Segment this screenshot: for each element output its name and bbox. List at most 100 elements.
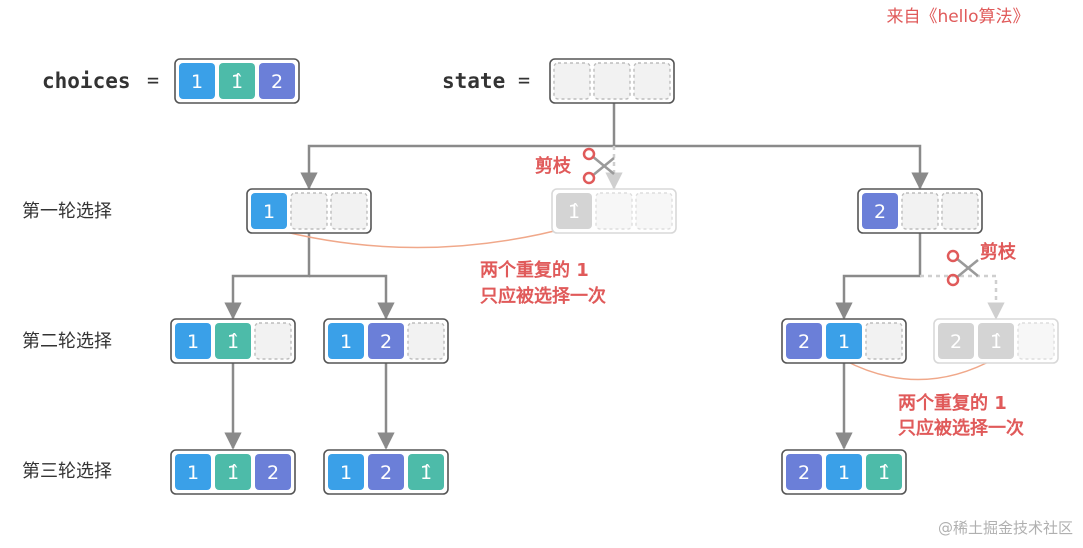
value-cell [368, 454, 404, 490]
edge-root-to-2 [614, 144, 929, 190]
empty-cell [330, 192, 368, 230]
state-cells [549, 58, 675, 104]
cell-value: 1̂ [227, 331, 239, 353]
scissors-icon [946, 249, 979, 287]
value-cell [215, 323, 251, 359]
value-cell [251, 193, 287, 229]
state-equals: = [518, 68, 530, 92]
cell-value: 1 [187, 331, 199, 353]
value-cell [215, 454, 251, 490]
edge-1-to-1-1hat [224, 232, 311, 320]
empty-cell [290, 192, 328, 230]
value-cell [175, 323, 211, 359]
duplicate-note-1-line1: 两个重复的 1 [480, 259, 589, 281]
empty-cell [407, 322, 445, 360]
round-label-3: 第三轮选择 [22, 461, 112, 482]
tree-node-r2-1-1hat: 1 1̂ [170, 318, 296, 364]
cell-value: 1 [340, 462, 352, 484]
value-cell [862, 193, 898, 229]
choices-cells: 1 1̂ 2 [174, 58, 300, 104]
cell-value: 1̂ [568, 201, 580, 223]
empty-cell [941, 192, 979, 230]
choices-equals: = [147, 68, 159, 92]
cell-value: 2 [798, 331, 810, 353]
value-cell [556, 193, 592, 229]
value-cell [259, 63, 295, 99]
round-label-2: 第二轮选择 [22, 331, 112, 352]
tree-node-r1-1: 1 [246, 188, 372, 234]
scissors-icon [582, 147, 615, 185]
cell-value: 1 [187, 462, 199, 484]
value-cell [786, 323, 822, 359]
edge-2-to-2-1hat-pruned [920, 274, 1005, 320]
duplicate-note-1-line2: 只应被选择一次 [480, 285, 606, 307]
tree-node-r3-1-1hat-2: 1 1̂ 2 [170, 449, 296, 495]
tree-node-r3-2-1-1hat: 2 1 1̂ [781, 449, 907, 495]
tree-node-r1-1hat-pruned: 1̂ [551, 188, 677, 234]
value-cell [328, 454, 364, 490]
value-cell [179, 63, 215, 99]
value-cell [255, 454, 291, 490]
value-cell [978, 323, 1014, 359]
tree-node-r3-1-2-1hat: 1 2 1̂ [323, 449, 449, 495]
prune-label-2: 剪枝 [980, 241, 1017, 263]
cell-value: 2 [950, 331, 962, 353]
empty-cell [593, 62, 631, 100]
empty-cell [635, 192, 673, 230]
cell-value: 2 [874, 201, 886, 223]
cell-value: 1̂ [231, 71, 243, 93]
cell-value: 2 [271, 71, 283, 93]
cell-value: 1̂ [990, 331, 1002, 353]
value-cell [368, 323, 404, 359]
tree-node-r2-2-1hat-pruned: 2 1̂ [933, 318, 1059, 364]
prune-label-1: 剪枝 [535, 155, 572, 177]
empty-cell [595, 192, 633, 230]
duplicate-note-2-line1: 两个重复的 1 [898, 392, 1007, 414]
value-cell [866, 454, 902, 490]
cell-value: 1 [838, 462, 850, 484]
cell-value: 2 [380, 462, 392, 484]
edge-root-to-1 [300, 102, 616, 190]
duplicate-arc-round1 [269, 225, 575, 249]
edge-1-to-1-2 [309, 274, 395, 320]
cell-value: 1̂ [227, 462, 239, 484]
value-cell [826, 323, 862, 359]
cell-value: 1̂ [420, 462, 432, 484]
state-label: state [442, 69, 505, 93]
cell-value: 1̂ [878, 462, 890, 484]
cell-value: 1 [340, 331, 352, 353]
value-cell [826, 454, 862, 490]
value-cell [175, 454, 211, 490]
cell-value: 2 [798, 462, 810, 484]
cell-value: 2 [267, 462, 279, 484]
duplicate-note-2-line2: 只应被选择一次 [898, 417, 1024, 439]
edge-2-to-2-1 [835, 232, 922, 320]
tree-edges [224, 102, 1005, 450]
empty-cell [901, 192, 939, 230]
cell-value: 1 [191, 71, 203, 93]
value-cell [408, 454, 444, 490]
choices-array: 1 1̂ 2 [174, 58, 300, 104]
cell-value: 1 [263, 201, 275, 223]
source-caption: 来自《hello算法》 [886, 7, 1029, 27]
value-cell [219, 63, 255, 99]
empty-cell [865, 322, 903, 360]
value-cell [786, 454, 822, 490]
value-cell [328, 323, 364, 359]
cell-value: 2 [380, 331, 392, 353]
watermark: @稀土掘金技术社区 [938, 519, 1073, 537]
empty-cell [553, 62, 591, 100]
empty-cell [254, 322, 292, 360]
choices-label: choices [42, 69, 131, 93]
state-array [549, 58, 675, 104]
empty-cell [1017, 322, 1055, 360]
value-cell [938, 323, 974, 359]
round-label-1: 第一轮选择 [22, 201, 112, 222]
cell-value: 1 [838, 331, 850, 353]
empty-cell [633, 62, 671, 100]
